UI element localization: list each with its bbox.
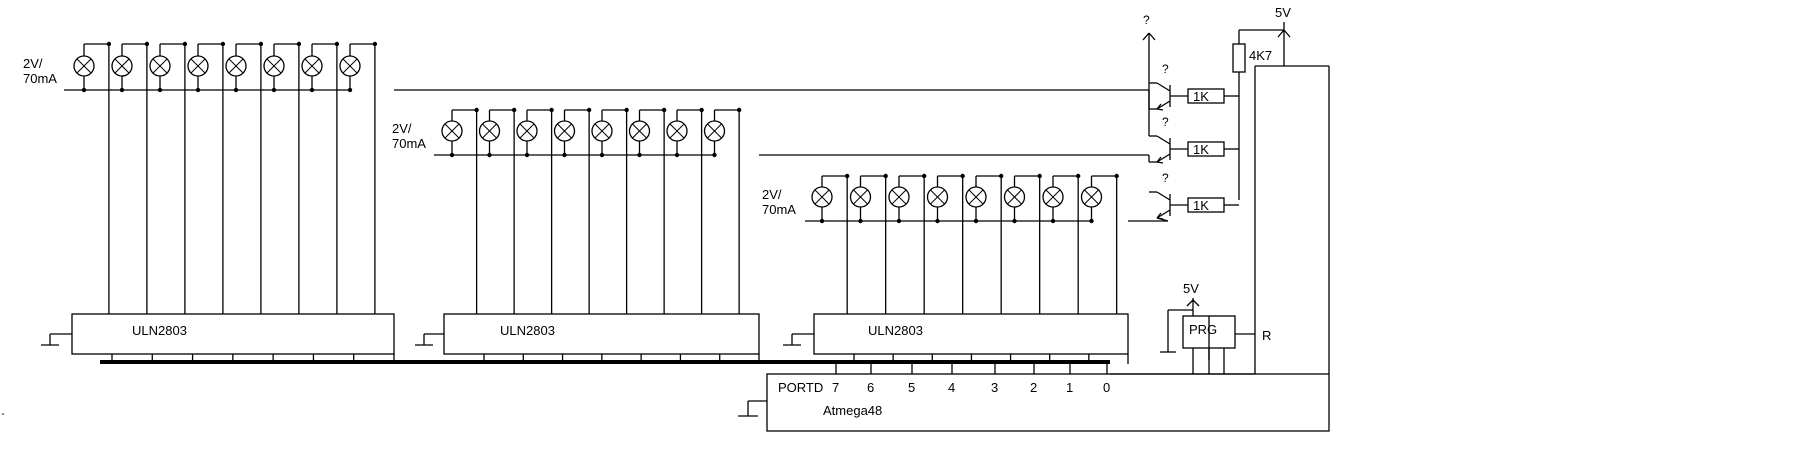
junction-dot <box>195 87 201 93</box>
lamp-current-2: 70mA <box>392 136 426 151</box>
uln2803-chip-3 <box>813 313 1129 355</box>
uln2803-chip-1 <box>71 313 395 355</box>
junction-dot <box>233 87 239 93</box>
portd-pin-2: 2 <box>1030 380 1037 395</box>
junction-dot <box>309 87 315 93</box>
atmega48-chip <box>766 373 1330 432</box>
ground-symbol-driver-3 <box>783 333 814 346</box>
junction-dot <box>712 152 717 158</box>
ground-symbol-driver-1 <box>41 333 72 346</box>
portd-pin-5: 5 <box>908 380 915 395</box>
programmer-label: PRG <box>1189 322 1217 337</box>
lamp-rating-2: 2V/ <box>392 121 412 136</box>
junction-dot <box>973 218 979 224</box>
supply-label-main: 5V <box>1275 5 1291 20</box>
lamp-current-1: 70mA <box>23 71 57 86</box>
junction-dot <box>674 152 680 158</box>
junction-dot <box>858 218 863 224</box>
ground-symbol-mcu <box>738 400 767 417</box>
uln2803-label-1: ULN2803 <box>132 323 187 338</box>
junction-dot <box>637 152 642 158</box>
portd-pin-4: 4 <box>948 380 955 395</box>
transistor-mark-3: ? <box>1162 171 1169 185</box>
lamp-rating-1: 2V/ <box>23 56 43 71</box>
portd-pin-3: 3 <box>991 380 998 395</box>
supply-arrow-prg <box>1186 298 1200 310</box>
junction-dot <box>487 152 492 158</box>
junction-dot <box>1012 218 1017 224</box>
junction-dot <box>347 87 353 93</box>
junction-dot <box>896 218 902 224</box>
junction-dot <box>271 87 277 93</box>
junction-dot <box>157 87 163 93</box>
junction-dot <box>819 218 825 224</box>
junction-dot <box>1089 218 1094 224</box>
ground-symbol-prg <box>1160 325 1176 353</box>
supply-arrow-transistors <box>1142 32 1156 66</box>
pullup-resistor-label: 4K7 <box>1249 48 1272 63</box>
lamp-current-3: 70mA <box>762 202 796 217</box>
portd-pin-1: 1 <box>1066 380 1073 395</box>
base-resistor-label-2: 1K <box>1193 142 1209 157</box>
ground-symbol-driver-2 <box>415 333 444 346</box>
junction-dot <box>562 152 567 158</box>
base-resistor-label-3: 1K <box>1193 198 1209 213</box>
reset-pin-label: R <box>1262 328 1271 343</box>
supply-label-prg: 5V <box>1183 281 1199 296</box>
supply-arrow-main <box>1277 22 1291 66</box>
junction-dot <box>524 152 530 158</box>
junction-dot <box>935 218 940 224</box>
portd-pin-0: 0 <box>1103 380 1110 395</box>
uln2803-label-2: ULN2803 <box>500 323 555 338</box>
atmega48-label: Atmega48 <box>823 403 882 418</box>
base-resistor-label-1: 1K <box>1193 89 1209 104</box>
uln2803-chip-2 <box>443 313 760 355</box>
lamp-rating-3: 2V/ <box>762 187 782 202</box>
junction-dot <box>81 87 87 93</box>
junction-dot <box>119 87 125 93</box>
junction-dot <box>599 152 605 158</box>
portd-label: PORTD <box>778 380 823 395</box>
transistor-mark-1: ? <box>1162 62 1169 76</box>
supply-unknown-mark: ? <box>1143 13 1150 27</box>
transistor-mark-2: ? <box>1162 115 1169 129</box>
junction-dot <box>449 152 455 158</box>
junction-dot <box>1050 218 1056 224</box>
portd-pin-6: 6 <box>867 380 874 395</box>
pullup-resistor <box>1232 43 1246 73</box>
portd-pin-7: 7 <box>832 380 839 395</box>
uln2803-label-3: ULN2803 <box>868 323 923 338</box>
